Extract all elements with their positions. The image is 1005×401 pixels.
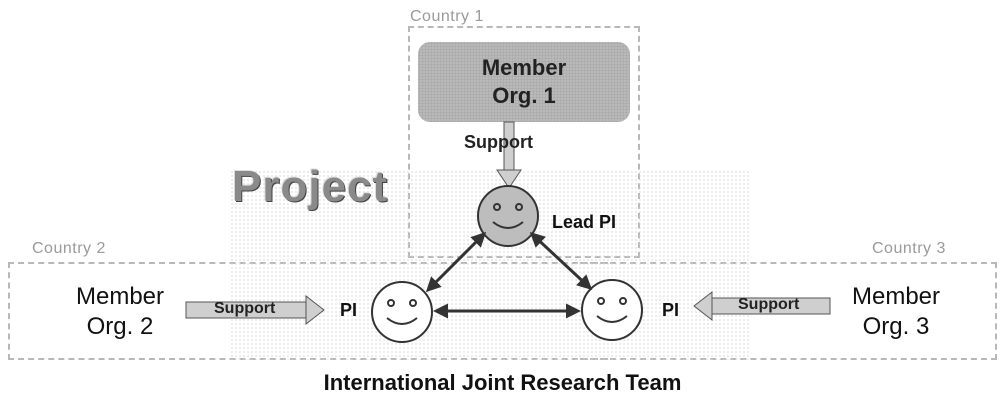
- link-lead-left-arrow: [425, 231, 487, 293]
- member-org-3-line2: Org. 3: [862, 313, 930, 340]
- country-3-region: [580, 262, 997, 360]
- country-2-label: Country 2: [32, 240, 106, 257]
- project-label: Project: [232, 162, 389, 211]
- member-org-2-line2: Org. 2: [86, 313, 154, 340]
- pi-left-label: PI: [340, 300, 358, 320]
- support-label-vertical: Support: [464, 132, 533, 152]
- support-label-left: Support: [214, 300, 276, 317]
- link-lead-right-arrow: [529, 231, 593, 291]
- pi-right-label: PI: [662, 300, 680, 320]
- support-arrow-right: [693, 290, 831, 322]
- support-arrow-down: [496, 121, 522, 189]
- member-org-2: Member Org. 2: [60, 282, 180, 342]
- country-3-label: Country 3: [872, 240, 946, 257]
- country-1-label: Country 1: [410, 8, 484, 25]
- support-arrow-left: [185, 294, 325, 326]
- member-org-3: Member Org. 3: [836, 282, 956, 342]
- lead-pi-face-icon: [477, 185, 539, 247]
- member-org-1-line1: Member: [481, 55, 567, 80]
- pi-left-face-icon: [371, 281, 433, 343]
- support-label-right: Support: [738, 296, 800, 313]
- member-org-3-line1: Member: [851, 283, 941, 310]
- member-org-1-line2: Org. 1: [492, 83, 556, 108]
- member-org-2-line1: Member: [75, 283, 165, 310]
- member-org-1-box: Member Org. 1: [418, 42, 630, 122]
- team-label: International Joint Research Team: [323, 370, 682, 395]
- lead-pi-label: Lead PI: [552, 212, 617, 232]
- pi-right-face-icon: [581, 279, 643, 341]
